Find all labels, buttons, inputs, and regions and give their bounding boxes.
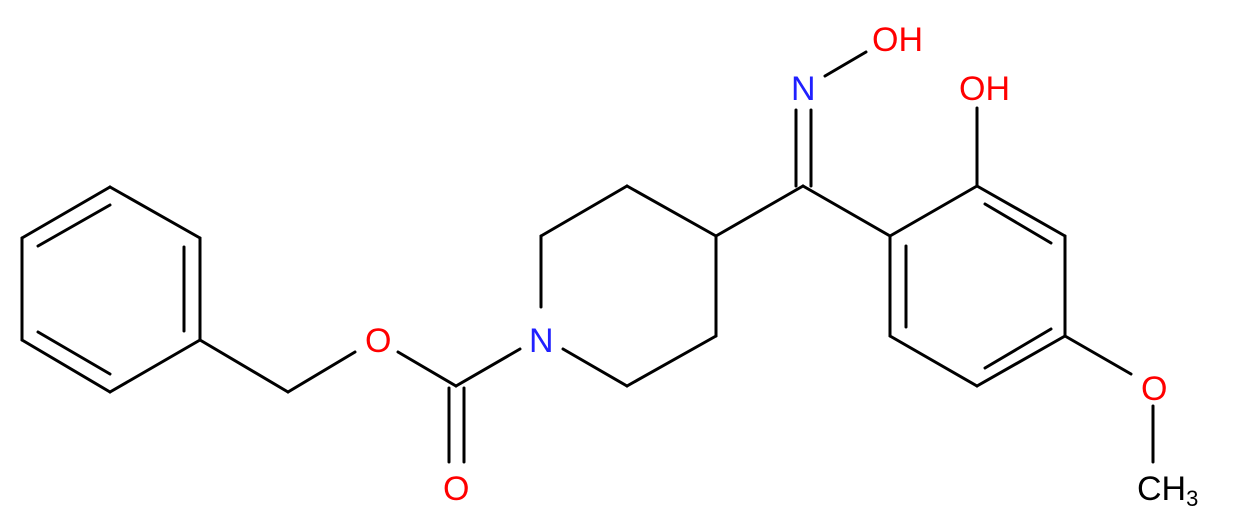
bond xyxy=(454,347,522,388)
bond xyxy=(983,327,1053,370)
bond xyxy=(714,184,805,238)
methoxy-oxygen-label: O xyxy=(1141,370,1167,408)
methyl-text: CH xyxy=(1137,470,1186,508)
phenol-hydroxyl-label: OH xyxy=(959,70,1010,108)
oxime-nitrogen-label: N xyxy=(791,70,816,108)
bond xyxy=(983,202,1053,245)
bond xyxy=(823,50,868,78)
bonds xyxy=(20,50,1155,464)
bond xyxy=(108,185,202,240)
bond xyxy=(36,203,112,248)
bond xyxy=(975,184,1067,238)
bond xyxy=(36,330,112,376)
methyl-label: CH3 xyxy=(1137,470,1198,511)
bond xyxy=(625,334,718,388)
carbonyl-oxygen-label: O xyxy=(443,470,469,508)
bond xyxy=(396,350,458,388)
oxime-hydroxyl-label: OH xyxy=(872,21,923,59)
bond xyxy=(20,338,112,394)
bond xyxy=(888,184,979,238)
piperidine-nitrogen-label: N xyxy=(529,322,554,360)
bond xyxy=(975,334,1067,388)
bond xyxy=(539,184,629,238)
bond xyxy=(625,184,718,238)
ester-oxygen-label: O xyxy=(365,322,391,360)
methyl-subscript: 3 xyxy=(1186,486,1198,511)
bond xyxy=(1063,334,1133,376)
bond xyxy=(561,347,629,388)
bond xyxy=(286,350,357,394)
atom-labels: OH N OH O N O O CH3 xyxy=(365,21,1198,511)
bond xyxy=(20,185,112,240)
bond xyxy=(108,338,202,394)
bond xyxy=(801,184,892,238)
bond xyxy=(888,334,979,388)
bond xyxy=(198,338,290,394)
